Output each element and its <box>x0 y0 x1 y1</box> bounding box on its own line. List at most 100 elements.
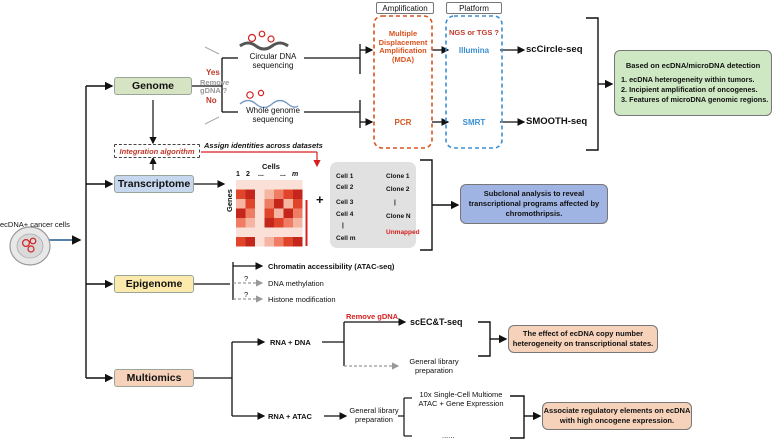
clone-mapping-panel: Cell 1 Cell 2 Cell 3 Cell 4 | Cell m Clo… <box>330 162 420 248</box>
heatmap-cell <box>274 208 284 218</box>
integration-algorithm-box: Integration algorithm <box>114 144 200 158</box>
rna-atac-label: RNA + ATAC <box>268 412 312 421</box>
clone-label: | <box>394 199 396 206</box>
heatmap-cell <box>274 180 284 190</box>
no-label: No <box>206 96 217 105</box>
heatmap-cell <box>245 180 255 190</box>
mda-label: Multiple Displacement Amplification (MDA… <box>378 29 428 64</box>
genome-box: Genome <box>114 77 192 95</box>
cell-label: Cell m <box>336 235 356 242</box>
heatmap-cell <box>255 199 265 209</box>
cell-label: Cell 1 <box>336 173 354 180</box>
heatmap-cell <box>255 180 265 190</box>
methylation-question: ? <box>244 274 249 283</box>
clone-label: Clone 2 <box>386 186 410 193</box>
heatmap-column-labels: 1 2 ... ... m <box>236 170 316 180</box>
heatmap-cell <box>245 189 255 199</box>
heatmap-cell <box>274 237 284 247</box>
heatmap-cell <box>283 199 293 209</box>
platform-header: Platform <box>446 2 502 14</box>
heatmap-cell <box>236 218 246 228</box>
scect-seq-label: scEC&T-seq <box>410 317 463 327</box>
heatmap-cell <box>236 227 246 237</box>
remove-gdna-question: Remove gDNA ? <box>200 78 230 95</box>
heatmap-cell <box>293 189 303 199</box>
heatmap-cell <box>236 237 246 247</box>
col-label: 2 <box>246 171 250 178</box>
cell-label: Cell 2 <box>336 184 354 191</box>
transcriptome-result-box: Subclonal analysis to reveal transcripti… <box>460 184 608 224</box>
heatmap-cell <box>293 227 303 237</box>
clone-label: Clone N <box>386 213 411 220</box>
col-label: 1 <box>236 171 240 178</box>
heatmap-cell <box>255 237 265 247</box>
general-library-prep-2: General library preparation <box>349 406 399 424</box>
heatmap-cell <box>255 208 265 218</box>
heatmap-cell <box>283 218 293 228</box>
genome-result-list: 1. ecDNA heterogeneity within tumors. 2.… <box>621 75 769 104</box>
amplification-header: Amplification <box>376 2 434 14</box>
ecdna-cell-icon <box>10 228 50 264</box>
whole-genome-sequencing: Whole genome sequencing <box>246 106 300 124</box>
col-label: ... <box>280 171 286 178</box>
heatmap-cell <box>283 208 293 218</box>
heatmap-cell <box>293 180 303 190</box>
histone-question: ? <box>244 290 249 299</box>
multiome-label: 10x Single-Cell Multiome ATAC + Gene Exp… <box>418 390 504 408</box>
heatmap-cell <box>264 227 274 237</box>
heatmap-cell <box>283 189 293 199</box>
heatmap-cell <box>245 199 255 209</box>
heatmap-scale-bar <box>305 200 308 246</box>
genome-result-box: Based on ecDNA/microDNA detection 1. ecD… <box>614 50 772 116</box>
col-label: m <box>292 171 299 178</box>
heatmap-cell <box>245 218 255 228</box>
heatmap-cell <box>283 180 293 190</box>
assign-identities-label: Assign identities across datasets <box>204 141 323 150</box>
heatmap-cell <box>264 180 274 190</box>
pcr-label: PCR <box>394 118 412 127</box>
more-dots: ...... <box>442 431 455 440</box>
col-label: ... <box>258 171 264 178</box>
heatmap-cell <box>264 189 274 199</box>
heatmap-cell <box>293 199 303 209</box>
multiomics-result-1: The effect of ecDNA copy number heteroge… <box>508 325 658 353</box>
heatmap-cell <box>274 218 284 228</box>
heatmap-cell <box>236 199 246 209</box>
expression-heatmap <box>236 180 308 247</box>
heatmap-cell <box>236 189 246 199</box>
heatmap-cell <box>264 208 274 218</box>
heatmap-cell <box>283 227 293 237</box>
cells-axis-label: Cells <box>262 162 280 171</box>
heatmap-cell <box>274 227 284 237</box>
ngs-tgs-label: NGS or TGS ? <box>448 28 499 37</box>
clone-label-unmapped: Unmapped <box>386 229 420 236</box>
clone-label: Clone 1 <box>386 173 410 180</box>
general-library-prep-1: General library preparation <box>409 357 459 375</box>
histone-modification-label: Histone modification <box>268 295 336 304</box>
heatmap-cell <box>236 208 246 218</box>
genome-result-title: Based on ecDNA/microDNA detection <box>625 61 761 70</box>
epigenome-box: Epigenome <box>114 275 194 293</box>
dna-methylation-label: DNA methylation <box>268 279 324 288</box>
multiomics-box: Multiomics <box>114 369 194 387</box>
remove-gdna-label: Remove gDNA <box>346 312 399 321</box>
heatmap-cell <box>283 237 293 247</box>
heatmap-cell <box>255 227 265 237</box>
rna-dna-label: RNA + DNA <box>270 338 311 347</box>
smrt-label: SMRT <box>462 118 486 127</box>
cell-label: Cell 3 <box>336 199 354 206</box>
heatmap-cell <box>245 208 255 218</box>
heatmap-cell <box>245 237 255 247</box>
heatmap-cell <box>274 189 284 199</box>
heatmap-cell <box>293 208 303 218</box>
circular-dna-sequencing: Circular DNA sequencing <box>249 52 297 70</box>
genes-axis-label: Genes <box>224 189 234 212</box>
heatmap-cell <box>264 199 274 209</box>
heatmap-cell <box>264 218 274 228</box>
heatmap-cell <box>274 199 284 209</box>
cell-label: | <box>342 222 344 229</box>
atac-seq-label: Chromatin accessibility (ATAC-seq) <box>268 262 395 271</box>
heatmap-cell <box>255 189 265 199</box>
transcriptome-box: Transcriptome <box>114 175 194 193</box>
